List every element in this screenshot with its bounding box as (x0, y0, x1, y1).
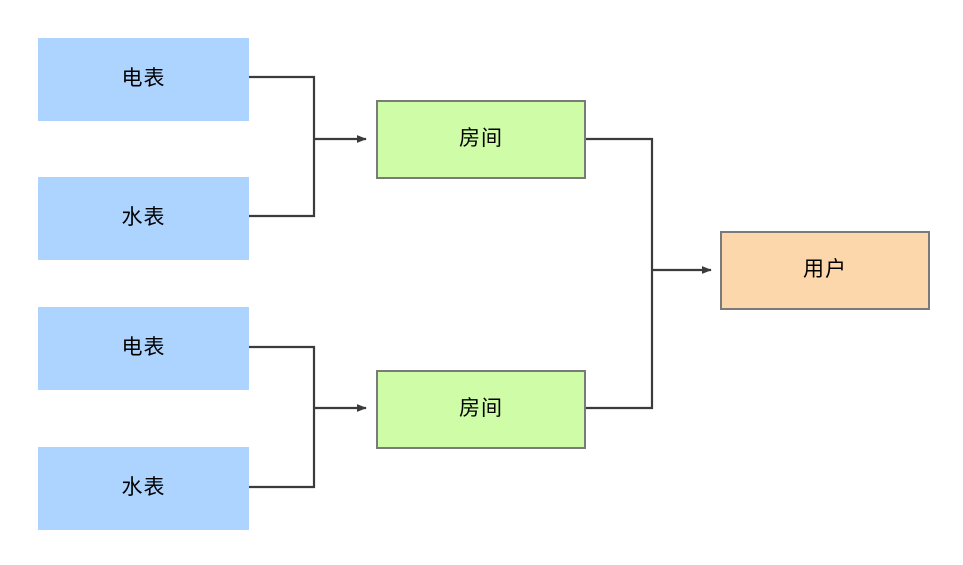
edge-water2-room2 (249, 408, 316, 489)
node-label: 水表 (121, 206, 166, 229)
node-meter-electric-1[interactable]: 电表 (38, 38, 249, 121)
node-label: 房间 (459, 397, 503, 420)
edge-electric1-room1 (249, 75, 316, 139)
edge-room2-user (586, 270, 654, 410)
edge-electric2-room2 (249, 345, 316, 408)
node-label: 用户 (803, 258, 847, 281)
node-meter-water-2[interactable]: 水表 (38, 447, 249, 530)
node-room-1[interactable]: 房间 (376, 100, 586, 179)
node-label: 电表 (121, 67, 166, 90)
node-label: 电表 (121, 336, 166, 359)
edge-room1-user (586, 137, 654, 270)
node-label: 水表 (121, 476, 166, 499)
node-meter-water-1[interactable]: 水表 (38, 177, 249, 260)
edge-water1-room1 (249, 139, 316, 218)
node-label: 房间 (459, 127, 503, 150)
node-user-1[interactable]: 用户 (720, 231, 930, 310)
node-meter-electric-2[interactable]: 电表 (38, 307, 249, 390)
node-room-2[interactable]: 房间 (376, 370, 586, 449)
